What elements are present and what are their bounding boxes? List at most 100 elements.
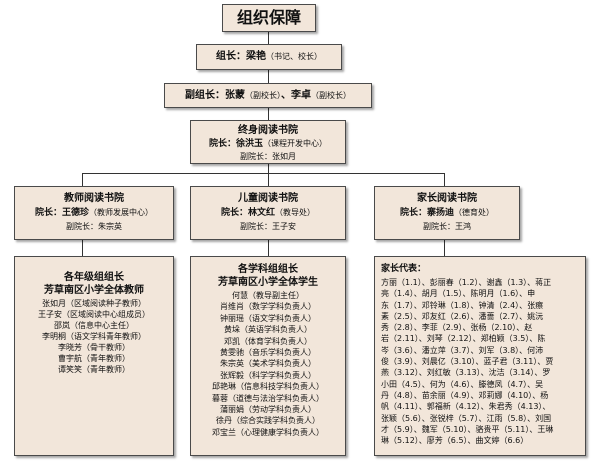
parent-academy-title: 家长阅读书院 (417, 193, 477, 204)
deputy-name-1: 张蒙 (225, 90, 245, 101)
list-item: 小田（4.5）、何为（4.6）、滕德凤（4.7）、吴 (381, 379, 544, 389)
child-academy-title: 儿童阅读书院 (238, 193, 298, 204)
parent-dean-line: 院长：寨扬迪（德育处） (375, 206, 519, 220)
parent-representative-list: 方丽（1.1）、彭丽春（1.2）、谢鑫（1.3）、蒋正 亮（1.4）、胡月（1.… (381, 277, 585, 446)
list-item: 俊（3.9）、刘晨亿（3.10）、蓝子君（3.11）、贾 (381, 357, 554, 367)
teacher-detail-title-2: 芳草南区小学全体教师 (44, 285, 144, 296)
list-item: 蒲丽娟（劳动学科负责人） (220, 405, 316, 415)
connector-deputy-central (268, 107, 269, 120)
parent-academy-box: 家长阅读书院 院长：寨扬迪（德育处） 副院长：王鸿 (374, 186, 520, 240)
leader-label: 组长： (216, 51, 246, 62)
child-dean-label: 院长： (220, 208, 248, 218)
leader-line: 组长：梁艳（书记、校长） (197, 45, 341, 69)
list-item: 才（5.9）、魏军（5.10）、骆贵平（5.11）、王琳 (381, 424, 554, 434)
list-item: 张颖（5.6）、张锐梓（5.7）、江雨（5.8）、刘国 (381, 413, 552, 423)
connector-horizontal (82, 173, 444, 174)
central-vice-dean: 副院长：张如月 (240, 152, 296, 161)
teacher-academy-box: 教师阅读书院 院长：王德珍（教师发展中心） 副院长：朱宗英 (14, 186, 174, 240)
list-item: 东（1.7）、邓铃琳（1.8）、钟清（2.4）、张瘵 (381, 300, 544, 310)
parent-vice-dean: 副院长：王鸿 (423, 222, 471, 231)
connector-branch-teacher (82, 173, 83, 186)
list-item: 朱宗英（美术学科负责人） (220, 359, 316, 369)
deputy-box: 副组长：张蒙（副校长）、李卓（副校长） (164, 83, 372, 108)
list-item: 邵岚（信息中心主任） (54, 321, 134, 330)
list-item: 曹宇航（青年教师） (58, 354, 130, 363)
list-item: 何慧（教导副主任） (232, 291, 304, 300)
teacher-member-list: 张如月（区域阅读种子教师） 王子安（区域阅读中心组成员） 邵岚（信息中心主任） … (15, 298, 173, 375)
page-title: 组织保障 (236, 8, 301, 27)
list-item: 方丽（1.1）、彭丽春（1.2）、谢鑫（1.3）、蒋正 (381, 278, 552, 287)
child-dean-line: 院长：林文红（教导处） (191, 206, 345, 220)
parent-dean-label: 院长： (399, 208, 427, 218)
list-item: 秀（2.8）、李菲（2.9）、张杨（2.10）、赵 (381, 323, 533, 333)
list-item: 钟丽瑶（语文学科负责人） (220, 313, 316, 323)
central-dean-note: （课程开发中心） (263, 139, 328, 148)
parent-detail-box: 家长代表： 方丽（1.1）、彭丽春（1.2）、谢鑫（1.3）、蒋正 亮（1.4）… (374, 256, 586, 456)
title-box: 组织保障 (222, 4, 316, 32)
central-academy-title: 终身阅读书院 (238, 125, 298, 136)
deputy-note-2: （副校长） (311, 91, 351, 100)
list-item: 素（2.5）、邓友红（2.6）、潘蔷（2.7）、姚沅 (381, 311, 544, 321)
child-member-list: 何慧（教导副主任） 肖维肖（数学学科负责人） 钟丽瑶（语文学科负责人） 黄垛（英… (191, 290, 345, 438)
leader-name: 梁艳 (246, 51, 266, 62)
list-item: 丹（4.8）、苗余丽（4.9）、邓莉娜（4.10）、杨 (381, 390, 549, 400)
central-dean-line: 院长：徐洪玉（课程开发中心） (191, 137, 345, 151)
list-item: 王子安（区域阅读中心组成员） (38, 310, 150, 319)
teacher-academy-title: 教师阅读书院 (64, 193, 124, 204)
central-dean-label: 院长： (208, 139, 236, 149)
list-item: 帆（4.11）、郭福新（4.12）、朱君秀（4.13）、 (381, 402, 551, 412)
teacher-dean-name: 王德珍 (62, 208, 90, 218)
list-item: 岩（2.11）、刘琴（2.12）、郑柏颖（3.5）、陈 (381, 334, 546, 344)
central-academy-box: 终身阅读书院 院长：徐洪玉（课程开发中心） 副院长：张如月 (190, 120, 346, 164)
list-item: 张如月（区域阅读种子教师） (42, 299, 146, 308)
connector-parent-detail (444, 240, 445, 256)
list-item: 邓凯（体育学科负责人） (224, 336, 312, 346)
list-item: 邱艳琳（信息科技学科负责人） (212, 382, 324, 392)
list-item: 琳（5.12）、廖芳（6.5）、曲文婷（6.6） (381, 436, 529, 446)
list-item: 黄垛（英语学科负责人） (224, 325, 312, 335)
connector-child-detail (268, 240, 269, 256)
child-detail-box: 各学科组组长 芳草南区小学全体学生 何慧（教导副主任） 肖维肖（数学学科负责人）… (190, 256, 346, 456)
list-item: 黄雯驰（音乐学科负责人） (220, 348, 316, 358)
teacher-detail-box: 各年级组组长 芳草南区小学全体教师 张如月（区域阅读种子教师） 王子安（区域阅读… (14, 256, 174, 456)
central-dean-name: 徐洪玉 (236, 139, 264, 149)
list-item: 肖维肖（数学学科负责人） (220, 302, 316, 312)
child-detail-title-2: 芳草南区小学全体学生 (218, 277, 318, 288)
list-item: 李明桐（语文学科青年教师） (42, 332, 146, 341)
list-item: 岑（3.6）、潘立萍（3.7）、刘军（3.8）、何沛 (381, 345, 544, 355)
connector-leader-deputy (268, 70, 269, 83)
deputy-note-1: （副校长） (245, 91, 281, 100)
teacher-dean-line: 院长：王德珍（教师发展中心） (15, 206, 173, 220)
deputy-label: 副组长： (185, 90, 225, 101)
connector-branch-child (268, 173, 269, 186)
deputy-line: 副组长：张蒙（副校长）、李卓（副校长） (165, 84, 371, 107)
leader-note: （书记、校长） (266, 52, 322, 61)
deputy-separator: 、 (281, 90, 291, 101)
teacher-vice-dean: 副院长：朱宗英 (66, 222, 122, 231)
connector-branch-parent (444, 173, 445, 186)
connector-teacher-detail (82, 240, 83, 256)
child-detail-title-1: 各学科组组长 (238, 264, 298, 275)
child-vice-dean: 副院长：王子安 (240, 222, 296, 231)
list-item: 谭笑笑（青年教师） (58, 365, 130, 374)
list-item: 李晓芳（骨干教师） (58, 343, 130, 352)
parent-detail-title: 家长代表： (381, 264, 427, 274)
teacher-dean-label: 院长： (34, 208, 62, 218)
list-item: 张辉毅（科学学科负责人） (220, 370, 316, 380)
connector-central-down (268, 163, 269, 173)
deputy-name-2: 李卓 (291, 90, 311, 101)
child-dean-name: 林文红 (248, 208, 276, 218)
list-item: 徐丹（综合实践学科负责人） (216, 416, 320, 426)
list-item: 邓宝兰（心理健康学科负责人） (212, 427, 324, 437)
list-item: 暮蓉（道德与法治学科负责人） (212, 393, 324, 403)
connector-title-leader (268, 31, 269, 44)
list-item: 燕（3.12）、刘红敏（3.13）、沈洁（3.14）、罗 (381, 368, 551, 378)
teacher-detail-title-1: 各年级组组长 (64, 272, 124, 283)
child-dean-note: （教导处） (275, 208, 316, 217)
parent-dean-name: 寨扬迪 (427, 208, 455, 218)
parent-dean-note: （德育处） (454, 208, 495, 217)
leader-box: 组长：梁艳（书记、校长） (196, 44, 342, 70)
teacher-dean-note: （教师发展中心） (89, 208, 154, 217)
child-academy-box: 儿童阅读书院 院长：林文红（教导处） 副院长：王子安 (190, 186, 346, 240)
list-item: 亮（1.4）、胡月（1.5）、陈明月（1.6）、申 (381, 289, 536, 299)
